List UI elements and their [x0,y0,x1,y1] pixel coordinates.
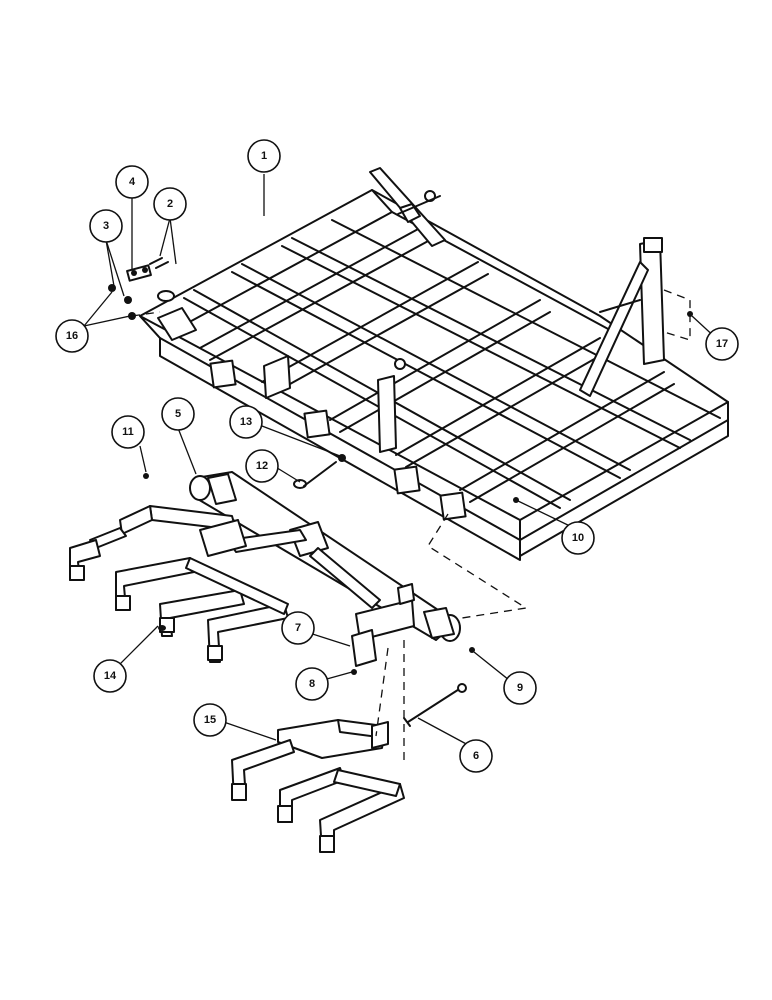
svg-text:7: 7 [295,622,301,634]
callout-13: 13 [229,405,263,439]
svg-text:15: 15 [204,714,216,726]
svg-text:2: 2 [167,198,173,210]
callout-15: 15 [193,703,227,737]
alignment-lines [375,513,528,760]
svg-text:6: 6 [473,750,479,762]
callout-14: 14 [93,659,127,693]
shank-assembly-rear [231,719,405,853]
svg-text:4: 4 [129,176,136,188]
svg-text:17: 17 [716,338,728,350]
callout-1: 1 [247,139,281,173]
callout-9: 9 [503,671,537,705]
callout-7: 7 [281,611,315,645]
svg-text:10: 10 [572,532,584,544]
callout-16: 16 [55,319,89,353]
svg-text:3: 3 [103,220,109,232]
svg-text:12: 12 [256,460,268,472]
leader-lines [83,174,719,747]
svg-text:13: 13 [240,416,252,428]
callout-17: 17 [705,327,739,361]
svg-text:5: 5 [175,408,181,420]
callout-10: 10 [561,521,595,555]
callout-6: 6 [459,739,493,773]
svg-text:8: 8 [309,678,315,690]
callout-11: 11 [111,415,145,449]
callout-8: 8 [295,667,329,701]
shank-assembly-front [69,505,289,663]
svg-text:14: 14 [104,670,117,682]
callout-4: 4 [115,165,149,199]
svg-text:16: 16 [66,330,78,342]
hitch-hardware-left [108,257,175,320]
callout-2: 2 [153,187,187,221]
main-shaft-assembly [189,471,461,667]
pin [403,683,467,727]
callout-5: 5 [161,397,195,431]
svg-text:11: 11 [122,426,134,438]
main-frame [139,167,729,561]
svg-text:1: 1 [261,150,267,162]
callout-12: 12 [245,449,279,483]
hitch-hardware-right [663,289,693,341]
callout-3: 3 [89,209,123,243]
svg-text:9: 9 [517,682,523,694]
